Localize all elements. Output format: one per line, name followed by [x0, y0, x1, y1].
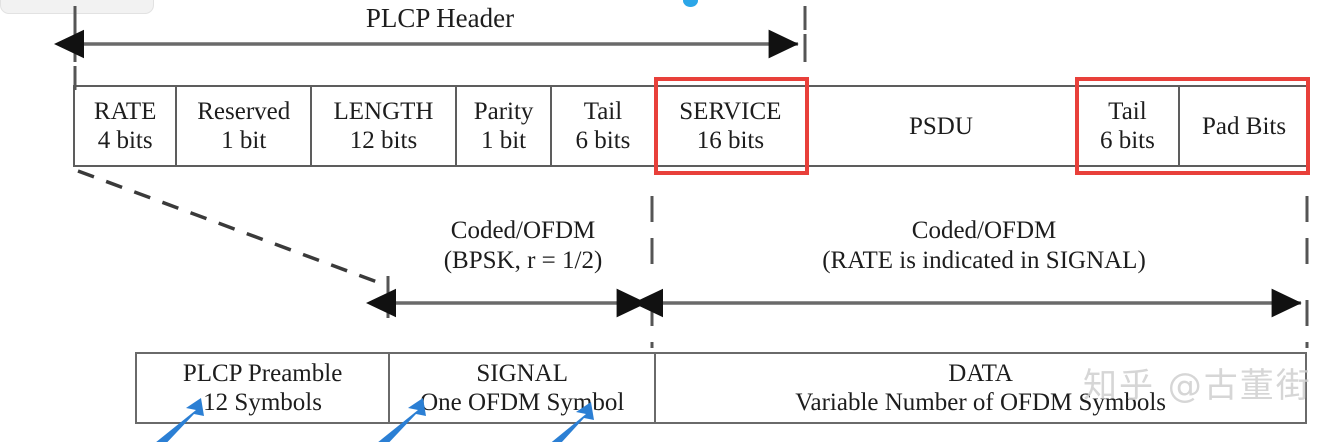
frame-cell-psdu-title: PSDU: [909, 112, 973, 140]
frame-cell-reserved-size: 1 bit: [221, 127, 267, 154]
frame-cell-reserved-title: Reserved: [197, 98, 291, 125]
signal-coding-note: Coded/OFDM (BPSK, r = 1/2): [392, 216, 654, 276]
frame-cell-service-title: SERVICE: [679, 98, 782, 125]
frame-cell-pad-bits: Pad Bits: [1180, 87, 1308, 165]
frame-cell-service-size: 16 bits: [696, 127, 765, 154]
frame-cell-tail-1-size: 6 bits: [575, 127, 631, 154]
frame-cell-length-size: 12 bits: [349, 127, 418, 154]
symbol-cell-signal-detail: One OFDM Symbol: [420, 389, 625, 416]
watermark: 知乎 @古董街: [1083, 366, 1312, 406]
frame-cell-rate-size: 4 bits: [97, 127, 153, 154]
symbol-cell-plcp-preamble-detail: 12 Symbols: [203, 389, 322, 416]
browser-tab-fragment: [0, 0, 154, 14]
data-coding-note: Coded/OFDM (RATE is indicated in SIGNAL): [660, 216, 1308, 276]
frame-cell-parity-size: 1 bit: [480, 127, 527, 154]
blue-marker-dot: [683, 0, 698, 7]
frame-cell-tail-2-size: 6 bits: [1099, 127, 1155, 154]
symbol-cell-data-detail: Variable Number of OFDM Symbols: [795, 389, 1167, 416]
signal-coding-note-line2: (BPSK, r = 1/2): [443, 247, 603, 274]
highlight-box-tail-pad: [1074, 77, 1310, 175]
frame-cell-tail-1-title: Tail: [583, 98, 623, 125]
data-coding-note-line1: Coded/OFDM: [911, 217, 1057, 244]
signal-coding-note-line1: Coded/OFDM: [450, 217, 596, 244]
plcp-header-label: PLCP Header: [365, 3, 515, 33]
rate-field-leader-dashed: [77, 169, 389, 288]
symbol-cell-plcp-preamble-title: PLCP Preamble: [182, 359, 343, 387]
symbol-cell-signal-title: SIGNAL: [476, 359, 569, 387]
frame-cell-rate-title: RATE: [93, 98, 157, 125]
frame-cell-length-title: LENGTH: [333, 98, 434, 125]
frame-cell-pad-bits-title: Pad Bits: [1202, 112, 1287, 140]
symbol-cell-data-title: DATA: [948, 359, 1013, 387]
frame-cell-parity-title: Parity: [473, 98, 534, 125]
frame-cell-psdu: PSDU: [807, 87, 1077, 165]
highlight-box-service: [653, 77, 810, 175]
frame-cell-tail-2-title: Tail: [1108, 98, 1147, 125]
data-coding-note-line2: (RATE is indicated in SIGNAL): [822, 247, 1146, 274]
